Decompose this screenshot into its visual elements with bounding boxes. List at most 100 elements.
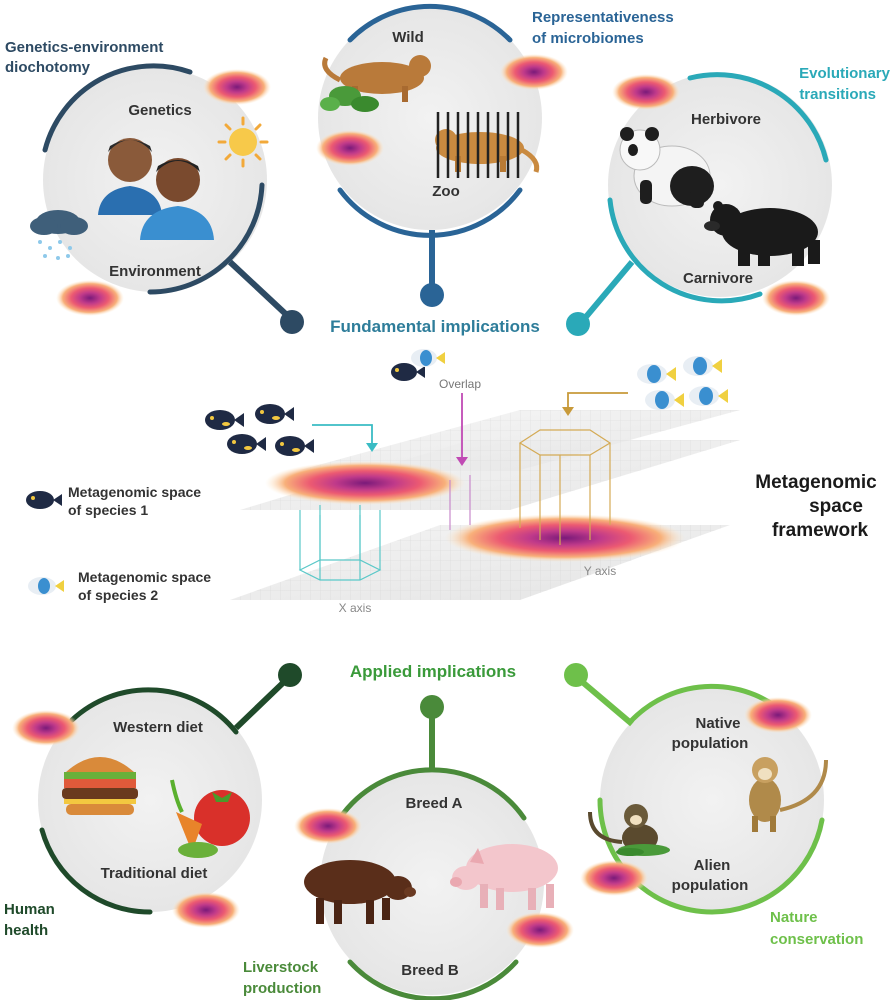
legend-species1-line1: Metagenomic space — [68, 484, 201, 500]
heatmap-blob — [203, 69, 271, 105]
native-population-line1: Native — [695, 715, 740, 732]
pink-pig-icon — [450, 844, 558, 910]
evolutionary-heading-line1: Evolutionary — [799, 65, 891, 82]
heatmap-blob — [744, 697, 812, 733]
framework-title-line3: framework — [772, 520, 869, 541]
species1-heat-region — [265, 461, 465, 505]
wild-zoo-node — [420, 283, 444, 307]
genetics-node — [280, 310, 304, 334]
traditional-diet-label: Traditional diet — [101, 865, 208, 882]
conservation-connector — [578, 677, 634, 727]
representativeness-panel: Wild Zoo Representativeness of microbiom… — [316, 3, 674, 307]
overlap-fish-group — [391, 349, 445, 381]
conservation-arc-bottom-right — [709, 817, 825, 915]
species2-prism — [518, 429, 612, 545]
wild-cougar-icon — [320, 55, 431, 112]
evolutionary-connector — [582, 260, 635, 320]
sun-icon — [217, 116, 269, 168]
livestock-panel: Breed A Breed B Liverstock production — [243, 695, 574, 1002]
carnivore-label: Carnivore — [683, 270, 753, 287]
fish-species1-icon — [255, 404, 294, 424]
breed-b-label: Breed B — [401, 962, 459, 979]
herbivore-label: Herbivore — [691, 111, 761, 128]
people-icon — [98, 138, 214, 240]
environment-label: Environment — [109, 263, 201, 280]
overlap-label: Overlap — [439, 377, 481, 391]
representativeness-heading-line2: of microbiomes — [532, 30, 644, 47]
genetics-label: Genetics — [128, 102, 191, 119]
native-population-line2: population — [672, 735, 749, 752]
genetics-heading-line2: diochotomy — [5, 59, 91, 76]
fish-species1-icon — [227, 434, 266, 454]
western-diet-label: Western diet — [113, 719, 203, 736]
evolutionary-arc-bottom — [607, 197, 763, 304]
livestock-node — [420, 695, 444, 719]
heatmap-blob — [56, 280, 124, 316]
heatmap-blob — [580, 860, 648, 896]
human-health-arc-bottom — [39, 827, 153, 915]
native-monkey-icon — [749, 757, 828, 832]
metagenomic-space-diagram: Overlap X axis Y axis — [230, 377, 740, 615]
evolutionary-heading-line2: transitions — [799, 86, 876, 103]
genetics-arc-bottom — [147, 182, 265, 295]
species1-prism — [298, 505, 382, 581]
human-health-panel: Western diet Traditional diet Human heal… — [4, 663, 302, 939]
genetics-connector — [227, 259, 293, 321]
livestock-circle — [320, 771, 544, 995]
vegetables-icon — [170, 779, 250, 858]
bear-icon — [704, 201, 820, 266]
wild-label: Wild — [392, 29, 424, 46]
conservation-panel: Native population Alien population Natur… — [564, 663, 863, 948]
applied-implications-title: Applied implications — [350, 662, 516, 681]
human-health-connector — [233, 677, 289, 731]
fish-species2-icon — [645, 390, 684, 410]
heatmap-blob — [612, 74, 680, 110]
heatmap-blob — [500, 54, 568, 90]
alien-population-line2: population — [672, 877, 749, 894]
heatmap-blob — [172, 892, 240, 928]
framework-title-line2: space — [809, 496, 863, 517]
brown-pig-icon — [304, 860, 416, 924]
zoo-label: Zoo — [432, 183, 460, 200]
fish-species2-icon — [683, 356, 722, 376]
framework-title-line1: Metagenomic — [755, 472, 877, 493]
fish-species1-icon — [205, 410, 244, 430]
heatmap-blob — [316, 130, 384, 166]
fundamental-implications-title: Fundamental implications — [330, 317, 540, 336]
human-health-arc-top — [69, 687, 239, 735]
conservation-heading-line2: conservation — [770, 931, 863, 948]
evolutionary-arc-top — [687, 72, 829, 163]
human-health-heading-line1: Human — [4, 901, 55, 918]
fish-species1-icon — [275, 436, 314, 456]
species1-fish-group — [205, 404, 314, 456]
panda-icon — [619, 127, 714, 208]
species1-arrow — [312, 424, 373, 445]
wild-zoo-arc-top — [347, 3, 513, 43]
heatmap-blob — [12, 710, 80, 746]
heatmap-blob — [506, 912, 574, 948]
heatmap-blob — [294, 808, 362, 844]
conservation-circle — [600, 688, 824, 912]
heatmap-blob — [762, 280, 830, 316]
human-health-heading-line2: health — [4, 922, 48, 939]
evolutionary-node — [566, 312, 590, 336]
human-health-node — [278, 663, 302, 687]
x-axis-label: X axis — [339, 601, 372, 615]
legend-species2-fish-icon — [28, 577, 64, 595]
species2-heat-region — [445, 514, 685, 562]
evolutionary-panel: Herbivore Carnivore Evolutionary transit… — [566, 65, 891, 336]
livestock-heading-line2: production — [243, 980, 321, 997]
conservation-node — [564, 663, 588, 687]
alien-population-line1: Alien — [694, 857, 731, 874]
genetics-heading-line1: Genetics-environment — [5, 39, 163, 56]
legend-species1-line2: of species 1 — [68, 502, 148, 518]
fish-species2-icon — [689, 386, 728, 406]
legend-species2-line2: of species 2 — [78, 587, 158, 603]
wild-zoo-circle — [318, 6, 542, 230]
representativeness-heading-line1: Representativeness — [532, 9, 674, 26]
genetics-environment-panel: Genetics Environment Genetics-environmen… — [5, 39, 304, 334]
legend: Metagenomic space of species 1 Metagenom… — [26, 484, 211, 603]
alien-monkey-icon — [588, 804, 670, 856]
